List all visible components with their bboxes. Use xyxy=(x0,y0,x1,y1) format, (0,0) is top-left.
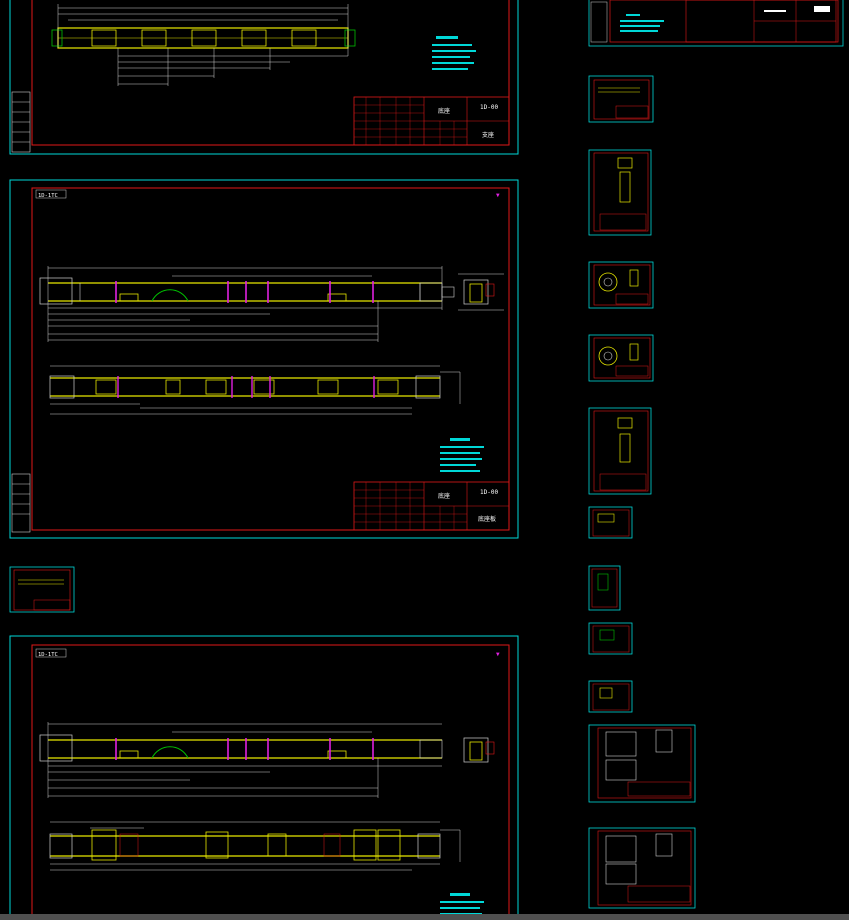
sheet-top-title-block: 底座 1D-00 支座 xyxy=(353,96,510,146)
thumbnail-sheet-2 xyxy=(588,149,652,236)
sheet-top: 底座 1D-00 支座 xyxy=(9,0,519,155)
thumbnail-sheet-9 xyxy=(588,680,633,713)
sheet-middle: 1D-1TC ▼ xyxy=(9,179,519,539)
thumbnail-sheet-8 xyxy=(588,622,633,655)
sheet-bottom-corner-mark: ▼ xyxy=(496,651,500,658)
sheet-middle-plan-view xyxy=(49,365,461,415)
thumbnail-sheet-3 xyxy=(588,261,654,309)
thumbnail-sheet-7 xyxy=(588,565,621,611)
sheet-bottom-notes xyxy=(440,893,484,915)
sheet-top-title-c: 支座 xyxy=(482,131,494,139)
sheet-bottom-section-view xyxy=(463,737,495,763)
sheet-bottom-elevation-view xyxy=(39,722,443,798)
thumbnail-sheet-5 xyxy=(588,407,652,495)
sheet-top-binding-strip xyxy=(11,91,31,153)
sheet-top-right-wide xyxy=(588,0,844,47)
sheet-top-title-b: 1D-00 xyxy=(480,104,498,111)
sheet-top-title-a: 底座 xyxy=(438,107,450,115)
sheet-middle-title-b: 1D-00 xyxy=(480,489,498,496)
horizontal-scrollbar[interactable] xyxy=(0,914,849,920)
sheet-bottom: 1D-1TC ▼ xyxy=(9,635,519,920)
sheet-middle-notes xyxy=(440,438,484,472)
sheet-middle-title-block: 底座 1D-00 底座板 xyxy=(353,481,510,531)
sheet-middle-binding-strip xyxy=(11,473,31,533)
sheet-middle-section-view xyxy=(458,273,504,311)
sheet-middle-title-c: 底座板 xyxy=(478,515,496,523)
sheet-middle-view-label: 1D-1TC xyxy=(38,193,58,199)
sheet-middle-corner-mark: ▼ xyxy=(496,192,500,199)
sheet-small-left xyxy=(9,566,75,613)
thumbnail-sheet-6 xyxy=(588,506,633,539)
sheet-top-beam-view xyxy=(51,4,356,86)
thumbnail-sheet-10 xyxy=(588,724,696,803)
sheet-bottom-view-label: 1D-1TC xyxy=(38,652,58,658)
sheet-top-notes xyxy=(432,36,476,70)
thumbnail-sheet-4 xyxy=(588,334,654,382)
thumbnail-sheet-1 xyxy=(588,75,654,123)
sheet-middle-elevation-view xyxy=(39,266,455,342)
sheet-middle-title-a: 底座 xyxy=(438,492,450,500)
sheet-bottom-plan-view xyxy=(49,821,461,871)
thumbnail-sheet-11 xyxy=(588,827,696,909)
